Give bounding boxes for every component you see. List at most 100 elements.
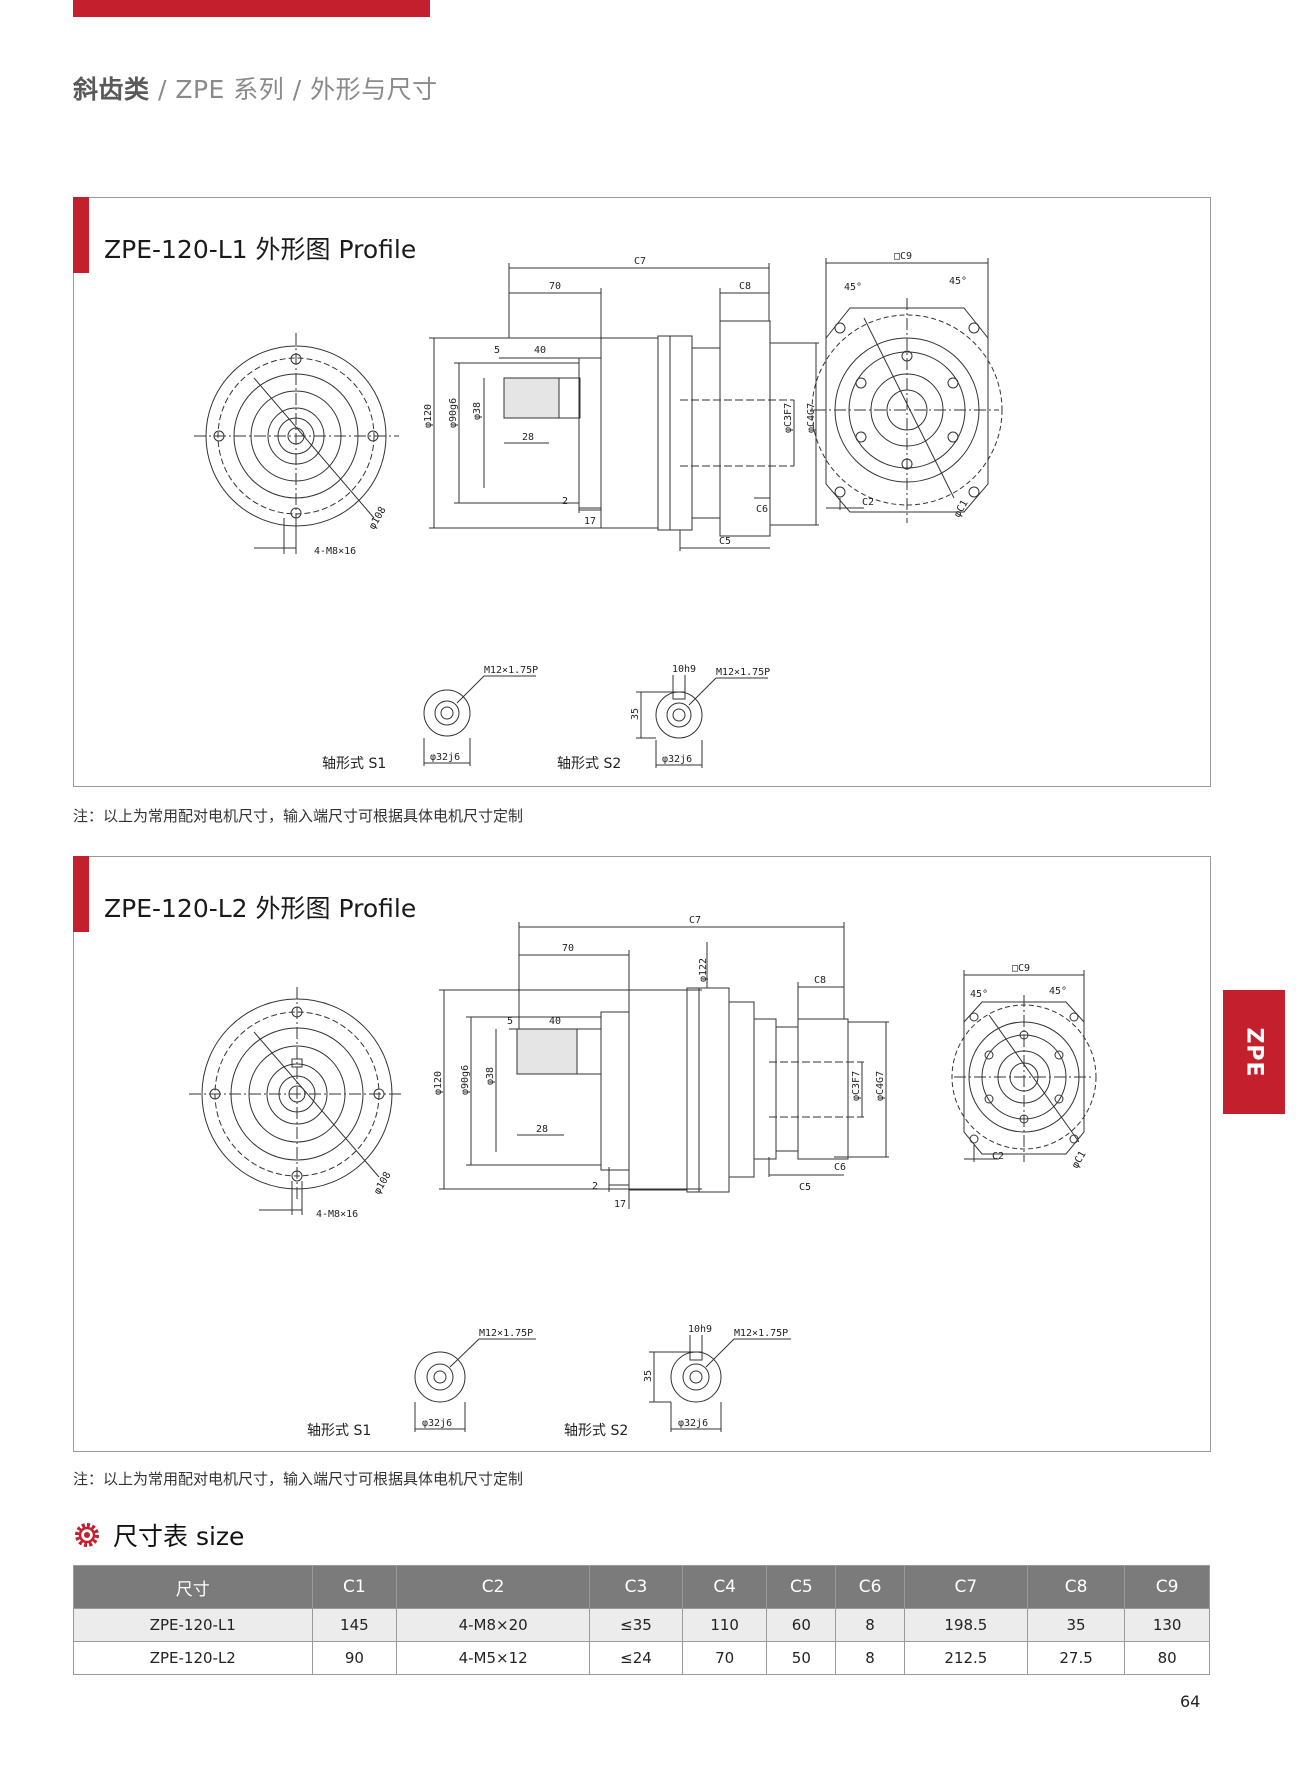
panel-title: ZPE-120-L1 外形图 Profile (104, 235, 417, 264)
shaft-s1-view (423, 675, 536, 766)
breadcrumb-series: ZPE 系列 (175, 75, 285, 104)
table-cell: ≤35 (589, 1608, 683, 1642)
dim-c5: C5 (799, 1182, 811, 1193)
table-cell: 4-M8×20 (396, 1608, 591, 1642)
panel-note: 注：以上为常用配对电机尺寸，输入端尺寸可根据具体电机尺寸定制 (73, 807, 524, 825)
col-header: C2 (396, 1565, 591, 1609)
profile-panel-l1: ZPE-120-L1 外形图 Profile φ108 4-M8×16 (73, 197, 1211, 787)
dim-10h9: 10h9 (688, 1324, 712, 1335)
dim-d38: φ38 (485, 1067, 496, 1085)
col-header: C4 (681, 1565, 768, 1609)
table-cell: ≤24 (589, 1641, 683, 1675)
dim-m12-s2: M12×1.75P (734, 1328, 788, 1339)
table-cell: 198.5 (903, 1608, 1028, 1642)
dim-c3: φC3F7 (783, 403, 794, 433)
col-header: 尺寸 (73, 1565, 313, 1609)
side-view (439, 922, 889, 1209)
table-cell: 50 (766, 1641, 837, 1675)
dim-d120: φ120 (423, 404, 434, 428)
dim-35: 35 (630, 708, 641, 720)
series-side-tab: ZPE (1223, 990, 1285, 1114)
panel-flag (73, 856, 89, 932)
panel-flag (73, 197, 89, 273)
dim-m8: 4-M8×16 (316, 1209, 358, 1220)
dim-d90: φ90g6 (448, 398, 459, 428)
table-cell: 8 (835, 1641, 905, 1675)
dim-c8: C8 (814, 975, 826, 986)
table-cell: 110 (681, 1608, 768, 1642)
col-header: C9 (1124, 1565, 1210, 1609)
dim-28: 28 (536, 1124, 548, 1135)
dim-c3: φC3F7 (851, 1071, 862, 1101)
dim-c6: C6 (834, 1162, 846, 1173)
dim-c8: C8 (739, 281, 751, 292)
dim-c4: φC4G7 (875, 1071, 886, 1101)
dim-d108: φ108 (367, 505, 389, 531)
dim-m12-s2: M12×1.75P (716, 667, 770, 678)
breadcrumb-sep: / (284, 75, 311, 104)
size-table-title: 尺寸表 size (113, 1522, 245, 1551)
top-accent-bar (73, 0, 430, 17)
dim-m8: 4-M8×16 (314, 546, 356, 557)
table-cell: 8 (835, 1608, 905, 1642)
caption-s1: 轴形式 S1 (322, 756, 386, 772)
dim-d90: φ90g6 (460, 1065, 471, 1095)
series-side-tab-label: ZPE (1241, 1026, 1267, 1078)
dim-c6: C6 (756, 504, 768, 515)
table-row: ZPE-120-L1 145 4-M8×20 ≤35 110 60 8 198.… (73, 1608, 1210, 1642)
dim-d32-s1: φ32j6 (422, 1418, 452, 1429)
table-cell: 80 (1124, 1641, 1210, 1675)
dim-c4: φC4G7 (806, 403, 817, 433)
col-header: C5 (766, 1565, 837, 1609)
dim-45-right: 45° (1049, 986, 1067, 997)
breadcrumb: 斜齿类 / ZPE 系列 / 外形与尺寸 (73, 70, 438, 106)
dim-28: 28 (522, 432, 534, 443)
col-header: C1 (311, 1565, 398, 1609)
gear-icon (75, 1523, 99, 1547)
dim-2: 2 (592, 1181, 598, 1192)
table-cell: 70 (681, 1641, 768, 1675)
dim-d38: φ38 (472, 402, 483, 420)
shaft-s1-view (414, 1338, 536, 1432)
dim-17: 17 (614, 1199, 626, 1210)
profile-drawing-l2: φ108 4-M8×16 (189, 915, 1097, 1439)
shaft-s2-view (649, 1335, 791, 1432)
dim-d32-s2: φ32j6 (678, 1418, 708, 1429)
breadcrumb-page: 外形与尺寸 (310, 75, 438, 104)
front-view (194, 333, 399, 554)
dim-c1: φC1 (952, 498, 971, 519)
caption-s2: 轴形式 S2 (557, 756, 621, 772)
col-header: C6 (835, 1565, 905, 1609)
dim-5: 5 (507, 1016, 513, 1027)
panel-title: ZPE-120-L2 外形图 Profile (104, 894, 417, 923)
table-cell: 4-M5×12 (396, 1641, 591, 1675)
size-table: 尺寸 C1 C2 C3 C4 C5 C6 C7 C8 C9 ZPE-120-L1… (73, 1565, 1210, 1675)
dim-70: 70 (562, 943, 574, 954)
dim-d120: φ120 (433, 1071, 444, 1095)
col-header: C7 (903, 1565, 1028, 1609)
dim-c9: □C9 (1012, 963, 1030, 974)
table-cell: 90 (311, 1641, 398, 1675)
table-cell: 130 (1124, 1608, 1210, 1642)
col-header: C8 (1026, 1565, 1126, 1609)
dim-c2: C2 (992, 1151, 1004, 1162)
side-view (429, 263, 819, 551)
dim-c5: C5 (719, 536, 731, 547)
dim-35: 35 (643, 1370, 654, 1382)
dim-d108: φ108 (372, 1170, 394, 1196)
dim-c2: C2 (862, 497, 874, 508)
dim-d32-s1: φ32j6 (430, 752, 460, 763)
dim-10h9: 10h9 (672, 664, 696, 675)
dim-45-left: 45° (970, 989, 988, 1000)
table-cell: 60 (766, 1608, 837, 1642)
breadcrumb-category: 斜齿类 (73, 75, 150, 104)
dim-5: 5 (494, 345, 500, 356)
table-row: ZPE-120-L2 90 4-M5×12 ≤24 70 50 8 212.5 … (73, 1641, 1210, 1675)
dim-c7: C7 (689, 915, 701, 926)
caption-s2: 轴形式 S2 (564, 1423, 628, 1439)
dim-70: 70 (549, 281, 561, 292)
table-cell: ZPE-120-L1 (73, 1608, 313, 1642)
caption-s1: 轴形式 S1 (307, 1423, 371, 1439)
dim-c1: φC1 (1070, 1149, 1089, 1170)
profile-drawing-l1: φ108 4-M8×16 (194, 251, 1003, 772)
